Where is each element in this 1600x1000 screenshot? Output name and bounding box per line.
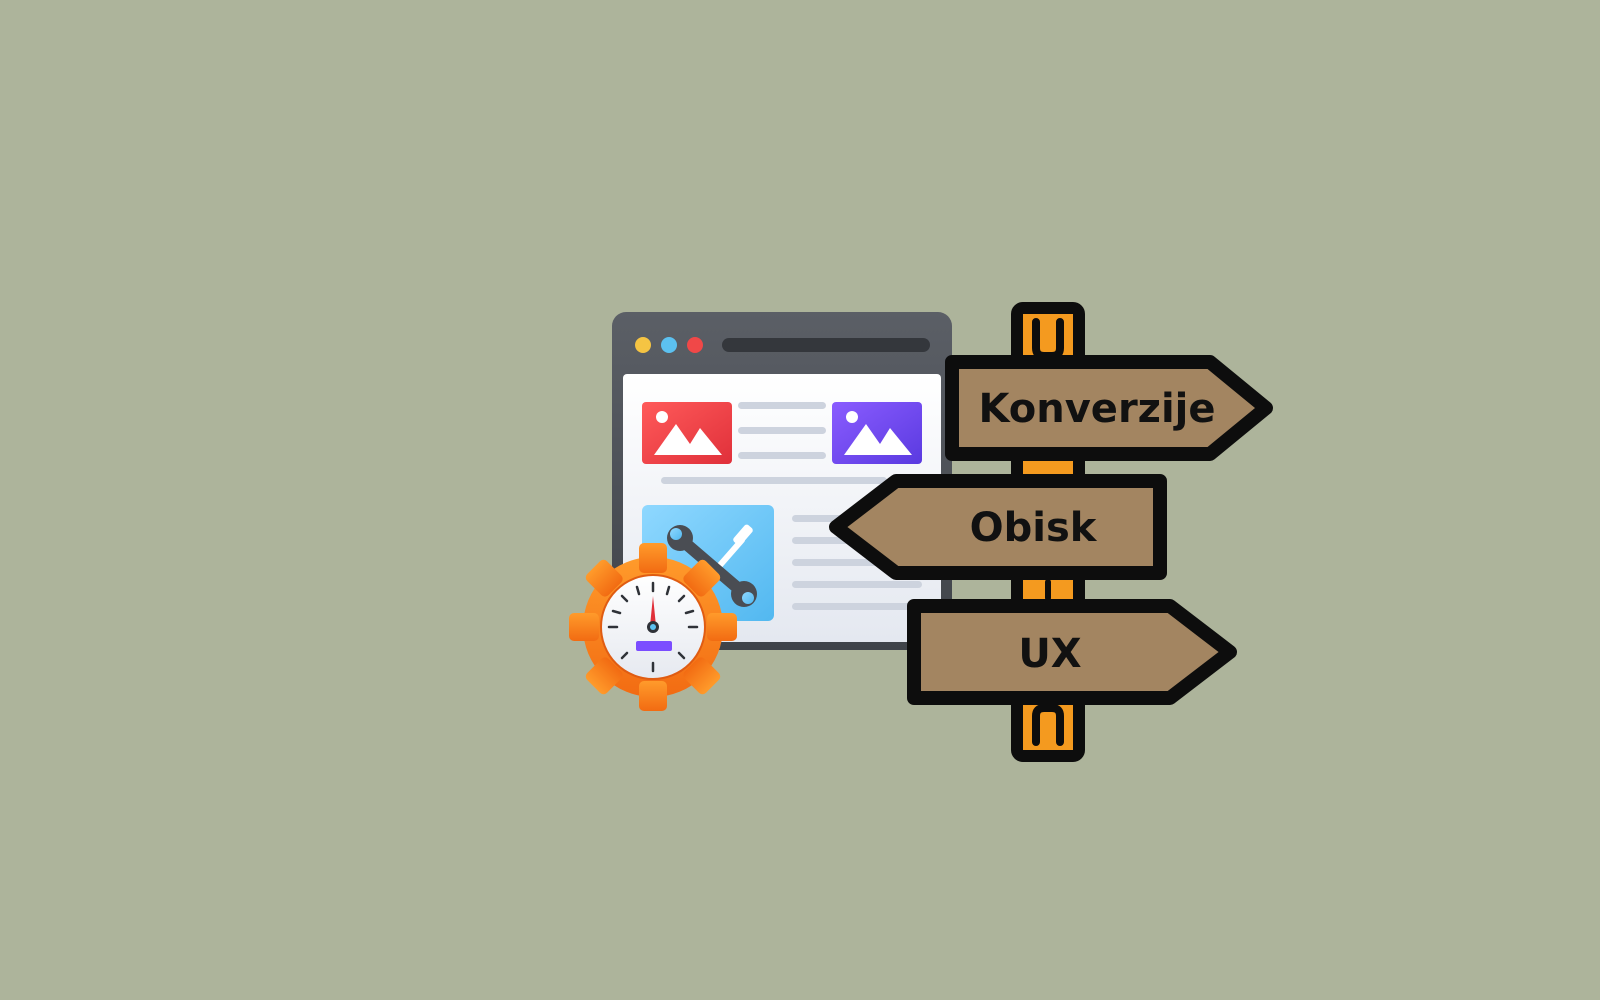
traffic-light-yellow [635,337,651,353]
sign-konverzije: Konverzije [945,355,1273,461]
pole-marking-bottom [1032,704,1064,746]
sign-label-obisk: Obisk [970,505,1098,551]
speedometer-gear-icon [569,543,737,711]
image-icon [832,402,922,464]
address-bar [722,338,930,352]
image-icon [642,402,732,464]
sign-ux: UX [907,599,1237,705]
signpost: Konverzije Obisk UX [829,302,1273,762]
sign-label-konverzije: Konverzije [978,386,1215,432]
traffic-light-blue [661,337,677,353]
traffic-light-red [687,337,703,353]
sign-label-ux: UX [1018,631,1081,677]
sign-obisk: Obisk [829,474,1167,580]
